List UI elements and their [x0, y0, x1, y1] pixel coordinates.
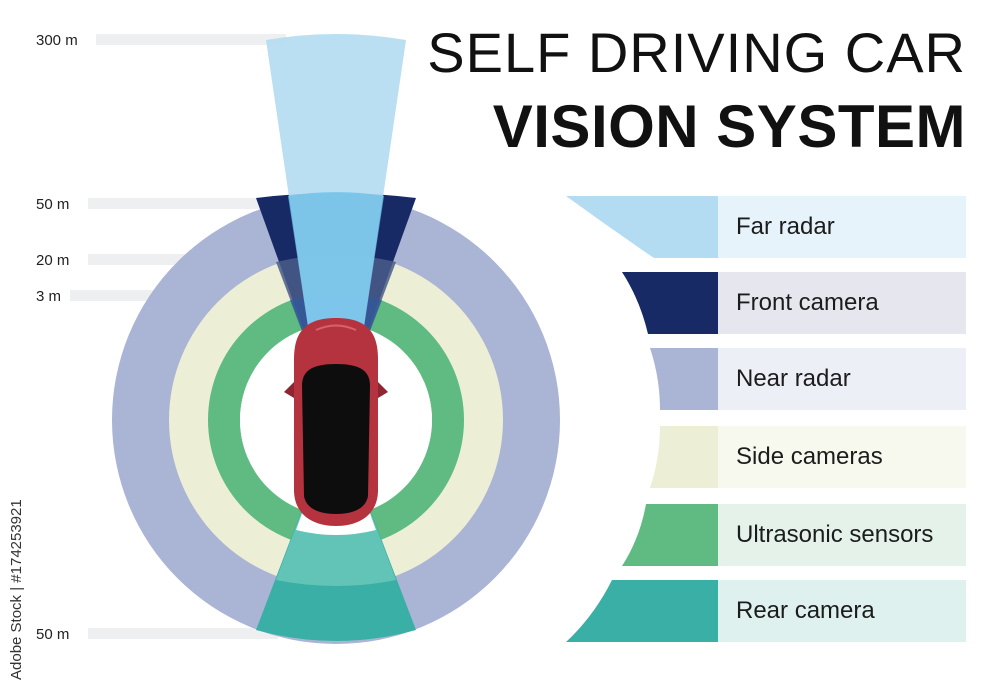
distance-label-300m: 300 m	[36, 32, 78, 49]
stock-watermark: Adobe Stock | #174253921	[8, 499, 25, 680]
guide-bar-50m-rear	[88, 628, 278, 639]
distance-label-3m: 3 m	[36, 288, 62, 305]
legend-swatch-ultrasonic-sensors	[622, 504, 718, 566]
legend-swatch-far-radar	[566, 196, 718, 258]
legend-bg-rear-camera	[718, 580, 966, 642]
legend-label-far-radar: Far radar	[736, 213, 835, 240]
car-glass-roof	[302, 364, 370, 514]
car-hood-highlight	[315, 324, 357, 331]
legend-bg-ultrasonic-sensors	[718, 504, 966, 566]
car-icon	[284, 318, 388, 526]
distance-label-50m-front: 50 m	[36, 196, 70, 213]
legend-swatch-side-cameras	[650, 426, 718, 488]
legend-swatch-front-camera	[622, 272, 718, 334]
distance-label-20m: 20 m	[36, 252, 70, 269]
legend-swatch-near-radar	[650, 348, 718, 410]
legend-bg-side-cameras	[718, 426, 966, 488]
legend-label-front-camera: Front camera	[736, 289, 879, 316]
legend-bg-front-camera	[718, 272, 966, 334]
distance-label-50m-rear: 50 m	[36, 626, 70, 643]
title-line-2: VISION SYSTEM	[492, 93, 966, 160]
title-line-1: SELF DRIVING CAR	[427, 21, 966, 84]
legend-label-near-radar: Near radar	[736, 365, 851, 392]
far-radar-overlap	[288, 192, 384, 340]
legend-bg-near-radar	[718, 348, 966, 410]
guide-bar-300m	[96, 34, 286, 45]
car-side-mirror-left	[284, 382, 294, 398]
car-side-mirror-right	[378, 382, 388, 398]
legend-label-side-cameras: Side cameras	[736, 443, 883, 470]
legend-label-ultrasonic-sensors: Ultrasonic sensors	[736, 521, 934, 548]
legend-label-rear-camera: Rear camera	[736, 597, 875, 624]
legend-swatch-rear-camera	[566, 580, 718, 642]
legend-bg-far-radar	[718, 196, 966, 258]
legend-swatches	[566, 196, 966, 642]
guide-bar-50m-front	[88, 198, 278, 209]
